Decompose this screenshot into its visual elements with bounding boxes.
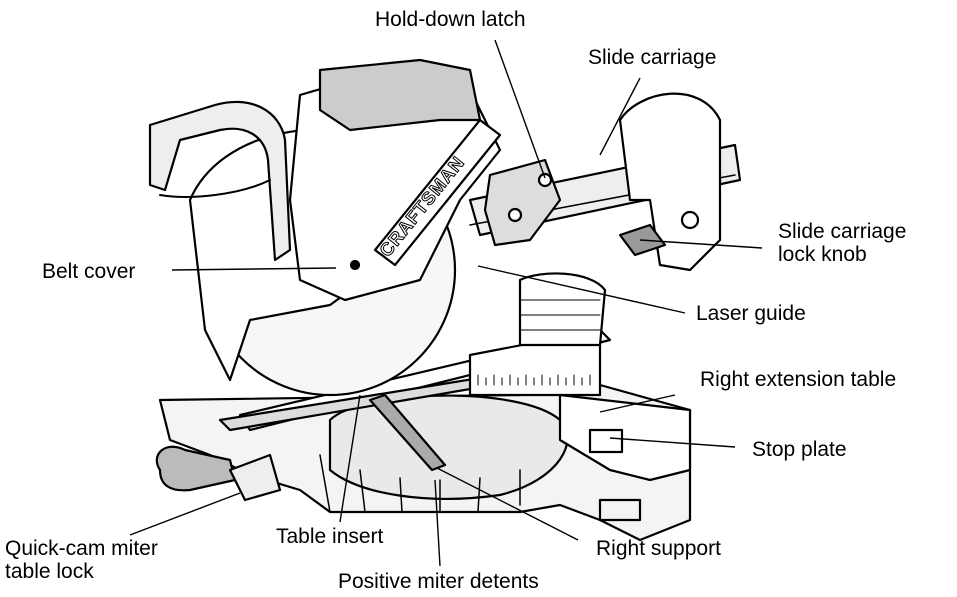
leader-right-support <box>436 467 579 541</box>
leader-hold-down-latch <box>494 39 546 179</box>
hold-down-latch-text: Hold-down latch <box>375 8 526 31</box>
table-insert-text: Table insert <box>276 525 384 548</box>
turntable <box>328 394 569 500</box>
slide-carriage-lock-knob-text-2: lock knob <box>778 243 867 266</box>
slide-carriage-lock-knob-text-1: Slide carriage <box>778 220 907 243</box>
positive-miter-detents-text: Positive miter detents <box>338 570 539 593</box>
label-right-extension-table: Right extension table <box>700 368 896 391</box>
slide-carriage-text: Slide carriage <box>588 46 717 69</box>
leader-slide-carriage <box>599 77 641 156</box>
right-support-text: Right support <box>596 537 721 560</box>
leader-quick-cam <box>129 492 241 536</box>
label-positive-miter-detents: Positive miter detents <box>338 570 539 593</box>
label-right-support: Right support <box>596 537 721 560</box>
label-laser-guide: Laser guide <box>696 302 806 325</box>
label-stop-plate: Stop plate <box>752 438 847 461</box>
handle <box>148 100 292 262</box>
stop-plate-text: Stop plate <box>752 438 847 461</box>
leader-table-insert <box>339 394 361 523</box>
laser-guide-text: Laser guide <box>696 302 806 325</box>
label-slide-carriage-lock-knob: Slide carriage lock knob <box>778 220 906 266</box>
label-hold-down-latch: Hold-down latch <box>375 8 526 31</box>
label-slide-carriage: Slide carriage <box>588 46 716 69</box>
leader-positive-miter-detents <box>434 479 441 567</box>
label-table-insert: Table insert <box>276 525 383 548</box>
hold-down-latch <box>483 158 562 247</box>
leader-laser-guide <box>477 265 686 314</box>
laser-housing <box>518 272 607 347</box>
belt-cover-text: Belt cover <box>42 260 136 283</box>
leader-slide-carriage-lock-knob <box>639 239 763 249</box>
right-support-bar <box>368 393 447 472</box>
quick-cam-text-1: Quick-cam miter <box>5 537 158 560</box>
leader-belt-cover <box>171 267 337 271</box>
right-extension-table-text: Right extension table <box>700 368 897 391</box>
label-belt-cover: Belt cover <box>42 260 135 283</box>
motor-housing <box>318 58 482 132</box>
label-quick-cam-miter-table-lock: Quick-cam miter table lock <box>5 537 158 583</box>
leader-right-extension-table <box>599 394 676 413</box>
leader-stop-plate <box>609 437 736 448</box>
quick-cam-text-2: table lock <box>5 560 94 583</box>
